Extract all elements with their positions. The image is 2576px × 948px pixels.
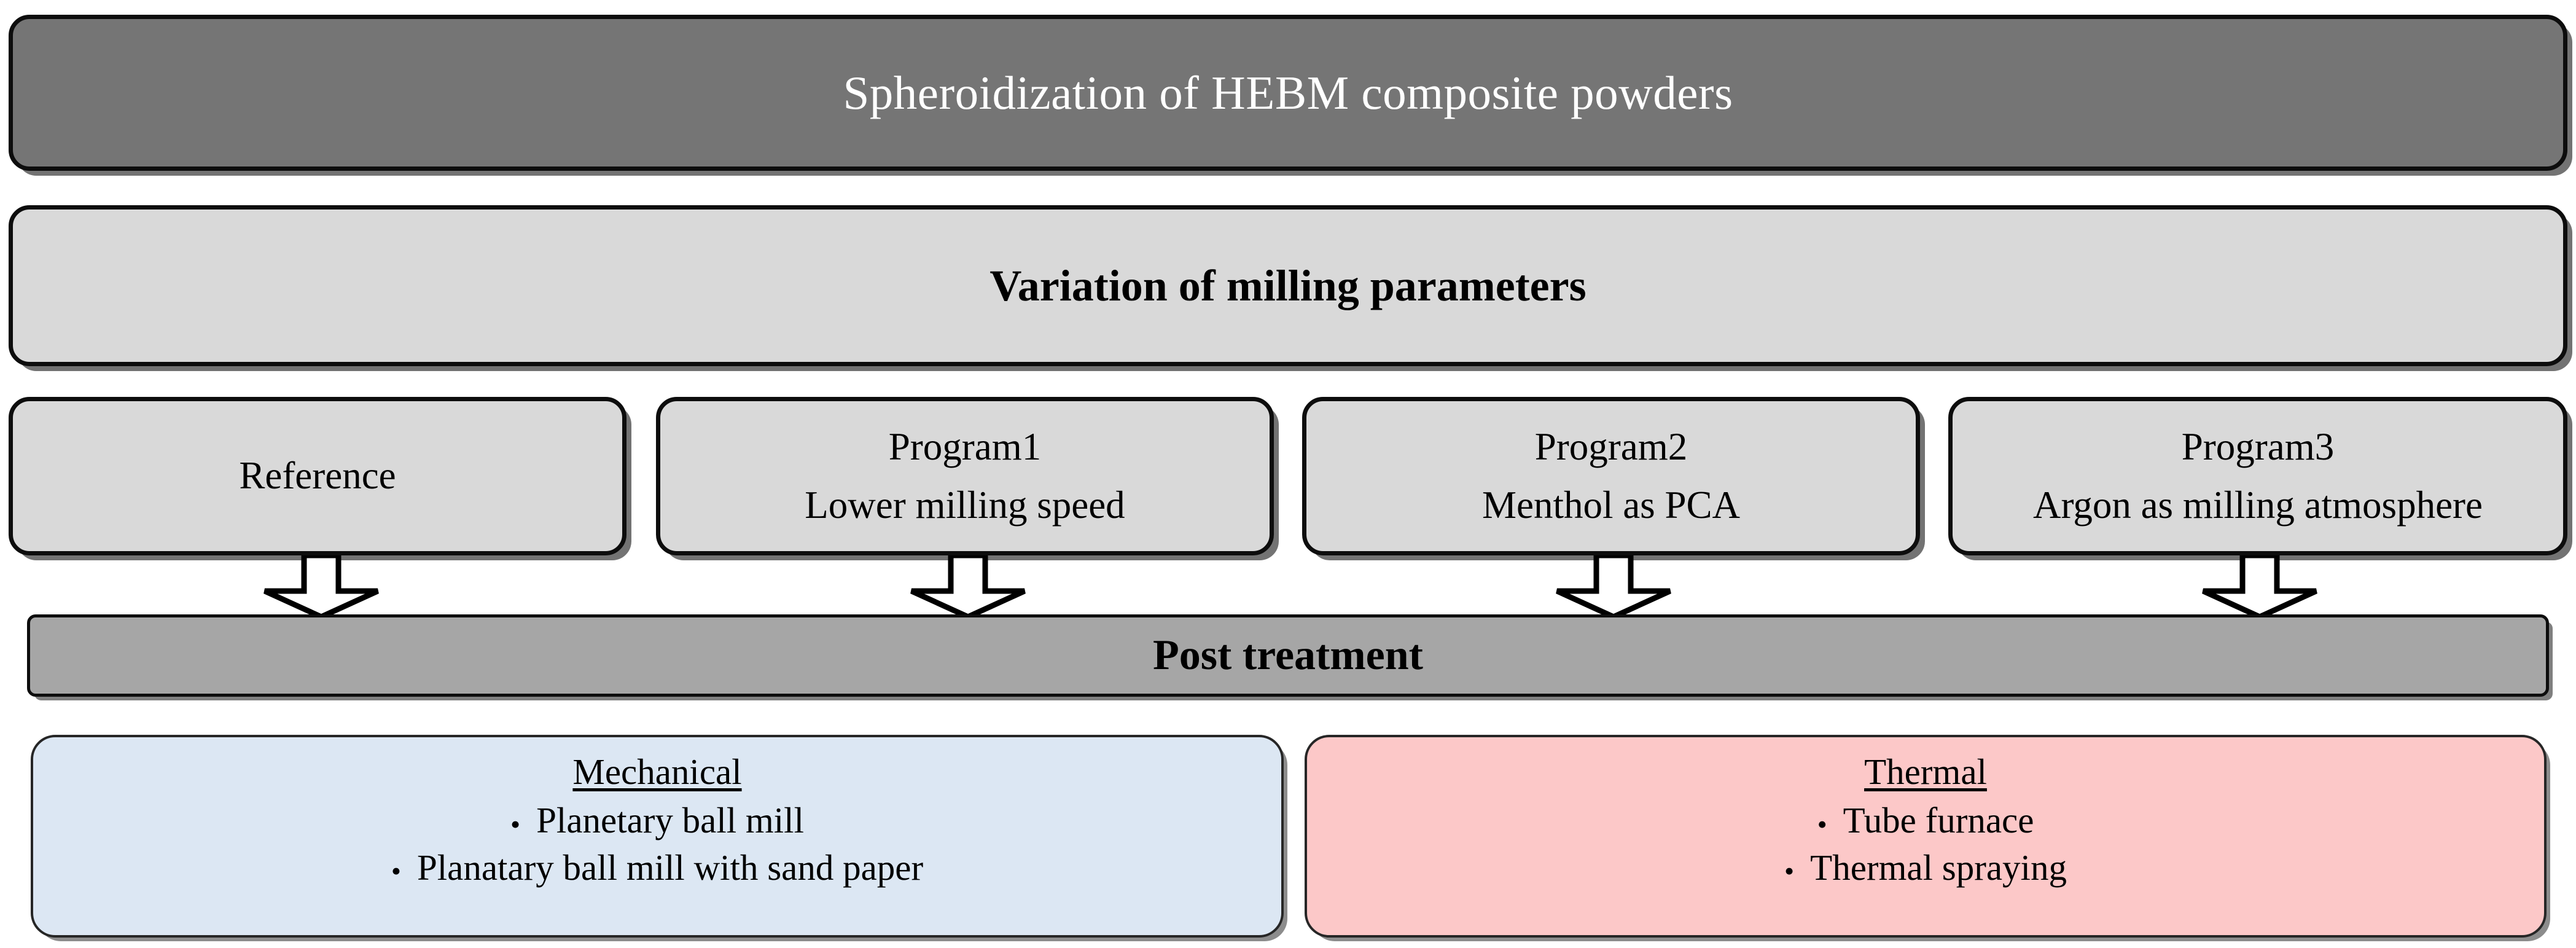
bullet-icon: • — [1784, 855, 1795, 887]
down-arrow-icon — [263, 555, 379, 618]
post-treatment-thermal-box: Thermal • Tube furnace • Thermal spraying — [1305, 735, 2547, 938]
post-treatment-mechanical-box: Mechanical • Planetary ball mill • Planata… — [31, 735, 1284, 938]
list-item-label: Tube furnace — [1843, 800, 2034, 840]
program-box-program1: Program1 Lower milling speed — [656, 397, 1274, 555]
list-item: • Planatary ball mill with sand paper — [391, 844, 923, 891]
list-item: • Thermal spraying — [1784, 844, 2067, 891]
program-name: Program3 — [2181, 425, 2335, 468]
title-banner: Spheroidization of HEBM composite powder… — [9, 15, 2567, 171]
list-item-label: Thermal spraying — [1810, 847, 2067, 888]
program-name: Program2 — [1534, 425, 1688, 468]
program-detail: Menthol as PCA — [1481, 484, 1741, 527]
down-arrow-icon — [1556, 555, 1671, 618]
mechanical-heading: Mechanical — [572, 751, 742, 792]
bullet-icon: • — [510, 808, 521, 840]
title-banner-label: Spheroidization of HEBM composite powder… — [843, 66, 1733, 119]
down-arrow-icon — [2202, 555, 2317, 618]
variation-banner-label: Variation of milling parameters — [989, 261, 1587, 310]
list-item: • Planetary ball mill — [510, 797, 804, 844]
program-box-program2: Program2 Menthol as PCA — [1302, 397, 1920, 555]
program-detail: Lower milling speed — [805, 484, 1125, 527]
down-arrow-icon — [910, 555, 1026, 618]
bullet-icon: • — [1817, 808, 1827, 840]
program-detail: Argon as milling atmosphere — [2033, 484, 2483, 527]
variation-banner: Variation of milling parameters — [9, 205, 2567, 366]
program-name: Reference — [239, 454, 396, 498]
mechanical-list: • Planetary ball mill • Planatary ball mil… — [391, 797, 923, 891]
thermal-heading: Thermal — [1864, 751, 1987, 792]
program-box-program3: Program3 Argon as milling atmosphere — [1948, 397, 2567, 555]
post-treatment-bar: Post treatment — [27, 614, 2549, 697]
list-item: • Tube furnace — [1817, 797, 2034, 844]
post-treatment-label: Post treatment — [1153, 632, 1423, 679]
program-name: Program1 — [888, 425, 1042, 468]
thermal-list: • Tube furnace • Thermal spraying — [1784, 797, 2067, 891]
bullet-icon: • — [391, 855, 401, 887]
list-item-label: Planatary ball mill with sand paper — [416, 847, 924, 888]
program-box-reference: Reference — [9, 397, 626, 555]
list-item-label: Planetary ball mill — [536, 800, 804, 840]
